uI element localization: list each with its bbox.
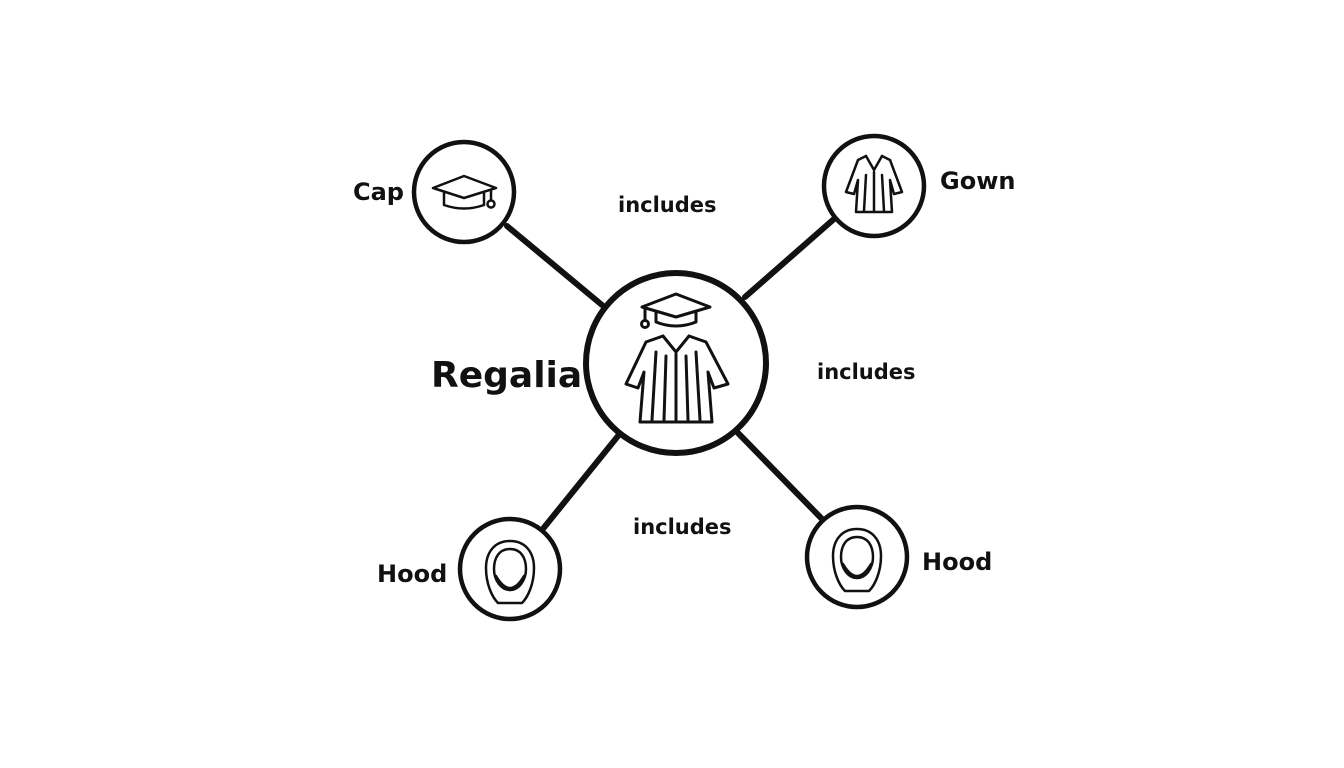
node-cap (411, 139, 517, 245)
edge-label-includes-bottom: includes (633, 515, 732, 539)
graduation-regalia-icon (624, 292, 730, 424)
center-label-regalia: Regalia (431, 355, 583, 396)
node-label-hood-right: Hood (922, 548, 993, 576)
hood-icon (831, 527, 883, 593)
edge-cap (504, 223, 605, 308)
node-gown (821, 133, 927, 239)
node-center (583, 270, 769, 456)
hood-icon (484, 539, 536, 605)
node-hood-left (457, 516, 563, 622)
edge-hood-left (539, 433, 621, 533)
edge-hood-right (735, 430, 827, 524)
edge-label-includes-top: includes (618, 193, 717, 217)
mortarboard-icon (431, 174, 498, 210)
node-label-gown: Gown (940, 167, 1016, 195)
node-hood-right (804, 504, 910, 610)
edge-gown (742, 216, 837, 300)
connectors (504, 216, 837, 533)
gown-icon (844, 154, 904, 214)
node-label-cap: Cap (353, 178, 404, 206)
node-label-hood-left: Hood (377, 560, 448, 588)
edge-label-includes-right: includes (817, 360, 916, 384)
